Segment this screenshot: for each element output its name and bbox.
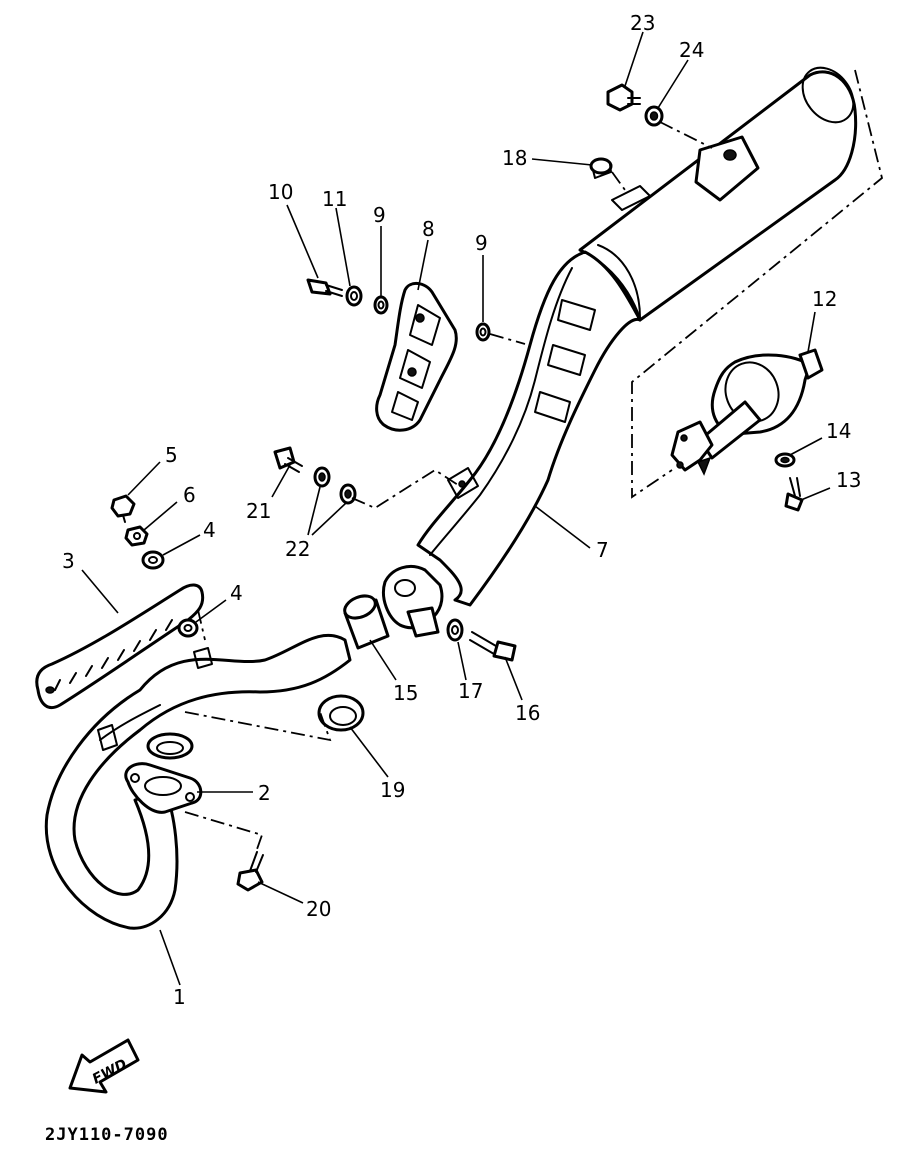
bolt-20 [236,851,264,892]
callout-4a: 4 [203,518,216,542]
header-heat-protector [35,583,205,710]
washer-4b [177,618,199,638]
callout-1: 1 [173,985,186,1009]
callout-9b: 9 [475,231,488,255]
gasket-19 [317,694,365,732]
callout-11: 11 [322,187,347,211]
callout-8: 8 [422,217,435,241]
callout-23: 23 [630,11,655,35]
callout-22: 22 [285,537,310,561]
washer-17 [446,618,464,642]
callout-14: 14 [826,419,851,443]
washer-24 [644,105,664,127]
callout-9a: 9 [373,203,386,227]
leader-lines [81,31,831,986]
muffler-assembly [416,66,858,607]
callout-13: 13 [836,468,861,492]
exhaust-header-pipe [44,633,352,930]
callout-7: 7 [596,538,609,562]
callout-5: 5 [165,443,178,467]
callout-18: 18 [502,146,527,170]
washer-9a [373,295,389,315]
assembly-lines [184,69,884,853]
spring-washer-11 [345,285,363,307]
callout-21: 21 [246,499,271,523]
callout-15: 15 [393,681,418,705]
callout-19: 19 [380,778,405,802]
bolt-5 [110,494,136,523]
bolt-23 [606,83,641,112]
washer-4a [141,550,165,570]
grommet-18 [589,157,613,179]
drawing-code: 2JY110-7090 [45,1125,169,1145]
exhaust-flange [124,762,203,814]
silencer-end-cap [670,348,824,476]
callout-3: 3 [62,549,75,573]
washer-14 [774,452,796,468]
nut-22a [313,466,331,488]
callout-2: 2 [258,781,271,805]
nut-22b [339,483,357,505]
callout-labels: 1 2 3 4 4 5 6 7 8 9 9 10 11 12 13 14 15 … [62,11,861,1009]
callout-20: 20 [306,897,331,921]
bolt-10 [306,278,343,297]
callout-16: 16 [515,701,540,725]
muffler-heat-protector [375,282,458,432]
callout-6: 6 [183,483,196,507]
nut-6 [124,525,149,547]
bolt-13 [784,477,804,512]
bolt-21 [273,446,303,473]
pipe-joint-15 [343,594,390,650]
callout-17: 17 [458,679,483,703]
exhaust-gasket-lower [146,732,194,760]
bolt-16 [469,631,517,662]
callout-10: 10 [268,180,293,204]
callout-12: 12 [812,287,837,311]
muffler-clamp [382,565,444,638]
callout-24: 24 [679,38,704,62]
forward-direction-arrow: FWD [68,1038,140,1094]
washer-9b [475,322,491,342]
callout-4b: 4 [230,581,243,605]
